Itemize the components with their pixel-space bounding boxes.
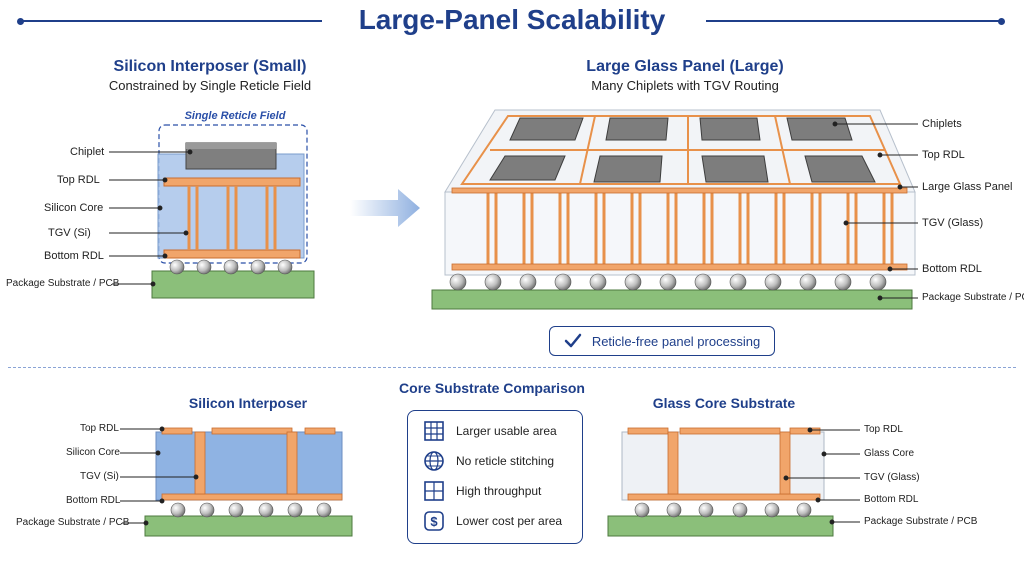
label-chiplet: Chiplet bbox=[70, 146, 105, 158]
right-panel-heading: Large Glass Panel (Large) bbox=[586, 58, 784, 75]
solder-ball bbox=[589, 273, 607, 291]
benefits-box: Larger usable area No reticle stitching … bbox=[407, 410, 583, 544]
reticle-field-label: Single Reticle Field bbox=[184, 110, 286, 122]
solder-ball bbox=[484, 273, 502, 291]
checkmark-icon bbox=[564, 333, 582, 348]
scale-arrow bbox=[350, 189, 420, 227]
cmp-left-label-bottom-rdl: Bottom RDL bbox=[66, 495, 121, 506]
title-rule-left bbox=[22, 20, 322, 22]
solder-ball bbox=[729, 273, 747, 291]
silicon-core-block bbox=[158, 154, 304, 258]
cmp-right-label-pcb: Package Substrate / PCB bbox=[864, 516, 978, 527]
left-panel-subheading: Constrained by Single Reticle Field bbox=[108, 78, 312, 93]
dollar-icon: $ bbox=[424, 511, 444, 531]
left-leaders bbox=[109, 149, 193, 287]
cmp-left-label-pcb: Package Substrate / PCB bbox=[16, 517, 130, 528]
left-panel-heading: Silicon Interposer (Small) bbox=[113, 58, 307, 75]
silicon-interposer-small bbox=[151, 124, 315, 299]
cmp-left-label-tgv: TGV (Si) bbox=[80, 471, 119, 482]
title-rule-left-dot bbox=[17, 17, 24, 25]
label-large-glass-panel: Large Glass Panel bbox=[922, 181, 1013, 193]
title-rule-right bbox=[706, 20, 1000, 22]
grid-icon bbox=[424, 421, 444, 441]
solder-ball bbox=[834, 273, 852, 291]
section-divider bbox=[8, 367, 1016, 368]
feature-lower-cost: $ Lower cost per area bbox=[424, 511, 562, 531]
solder-ball bbox=[449, 273, 467, 291]
right-leaders bbox=[832, 121, 918, 301]
feature-label: Lower cost per area bbox=[456, 514, 563, 528]
label-top-rdl: Top RDL bbox=[57, 174, 100, 186]
bottom-glass-core bbox=[607, 427, 834, 537]
cmp-right-label-top-rdl: Top RDL bbox=[864, 424, 903, 435]
svg-text:$: $ bbox=[430, 514, 438, 529]
cmp-right-label-tgv: TGV (Glass) bbox=[864, 472, 920, 483]
bottom-right-leaders bbox=[783, 427, 860, 525]
label-tgv-glass: TGV (Glass) bbox=[922, 217, 984, 229]
bottom-left-leaders bbox=[120, 426, 199, 526]
label-top-rdl-right: Top RDL bbox=[922, 149, 965, 161]
label-bottom-rdl-right: Bottom RDL bbox=[922, 263, 982, 275]
right-panel-subheading: Many Chiplets with TGV Routing bbox=[591, 78, 779, 93]
feature-label: No reticle stitching bbox=[456, 454, 555, 468]
bottom-silicon-interposer bbox=[144, 427, 353, 537]
label-bottom-rdl: Bottom RDL bbox=[44, 250, 104, 262]
solder-ball bbox=[694, 273, 712, 291]
expand-icon bbox=[424, 481, 444, 501]
comparison-title: Core Substrate Comparison bbox=[399, 380, 585, 396]
label-silicon-core: Silicon Core bbox=[44, 202, 104, 214]
cmp-left-label-silicon-core: Silicon Core bbox=[66, 447, 120, 458]
solder-ball bbox=[519, 273, 537, 291]
label-tgv-si: TGV (Si) bbox=[48, 227, 91, 239]
solder-ball bbox=[554, 273, 572, 291]
callout-text: Reticle-free panel processing bbox=[591, 333, 761, 349]
solder-ball bbox=[624, 273, 642, 291]
solder-ball bbox=[764, 273, 782, 291]
label-chiplets: Chiplets bbox=[922, 118, 962, 130]
solder-ball bbox=[799, 273, 817, 291]
feature-high-throughput: High throughput bbox=[424, 481, 541, 501]
comparison-right-title: Glass Core Substrate bbox=[652, 395, 796, 411]
reticle-free-callout: Reticle-free panel processing bbox=[549, 326, 775, 356]
feature-no-stitching: No reticle stitching bbox=[424, 451, 554, 471]
cmp-right-label-bottom-rdl: Bottom RDL bbox=[864, 494, 919, 505]
label-package-substrate-right: Package Substrate / PCB bbox=[922, 292, 1024, 303]
comparison-left-title: Silicon Interposer bbox=[188, 395, 308, 411]
feature-label: High throughput bbox=[456, 484, 542, 498]
solder-ball bbox=[869, 273, 887, 291]
page-title: Large-Panel Scalability bbox=[358, 4, 666, 35]
label-package-substrate: Package Substrate / PCB bbox=[6, 278, 120, 289]
title-rule-right-dot bbox=[998, 17, 1005, 25]
large-glass-panel bbox=[431, 109, 916, 310]
cmp-left-label-top-rdl: Top RDL bbox=[80, 423, 119, 434]
globe-icon bbox=[424, 451, 444, 471]
feature-larger-area: Larger usable area bbox=[424, 421, 557, 441]
feature-label: Larger usable area bbox=[456, 424, 557, 438]
cmp-right-label-glass-core: Glass Core bbox=[864, 448, 915, 459]
solder-ball bbox=[659, 273, 677, 291]
